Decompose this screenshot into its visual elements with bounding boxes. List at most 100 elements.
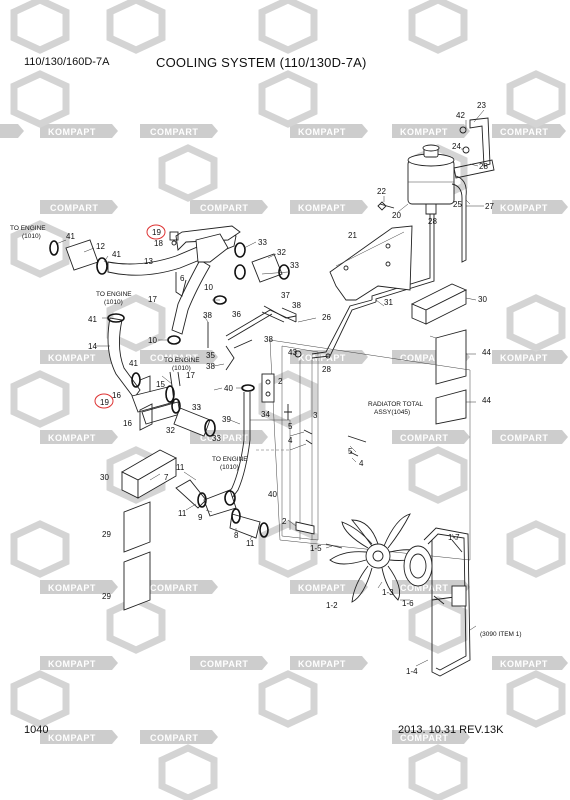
callout-1-6: 1-6: [402, 599, 414, 608]
callout-20: 20: [392, 211, 401, 220]
svg-text:KOMPAPT: KOMPAPT: [500, 659, 548, 669]
note-to-engine: TO ENGINE: [10, 225, 46, 232]
callout-14: 14: [88, 342, 97, 351]
plate-2: [295, 521, 315, 535]
svg-text:COMPART: COMPART: [400, 733, 448, 743]
watermark-row-4: KOMPAPT COMPART COMPART COMPART: [40, 430, 568, 444]
callout-24: 24: [452, 142, 461, 151]
hose-middle: [171, 259, 211, 335]
guard-mount: [451, 585, 467, 607]
callout-15: 15: [156, 380, 165, 389]
callout-8: 8: [234, 531, 239, 540]
clamp-33: [234, 264, 246, 280]
watermark-text: KOMPAPT: [400, 127, 448, 137]
callout-27: 27: [485, 202, 494, 211]
hose-25: [451, 175, 467, 263]
page-title: COOLING SYSTEM (110/130D-7A): [156, 55, 367, 70]
fan-pulley: [403, 545, 433, 587]
svg-text:KOMPAPT: KOMPAPT: [500, 353, 548, 363]
model-label: 110/130/160D-7A: [24, 56, 110, 68]
callout-40: 40: [224, 384, 233, 393]
svg-text:COMPART: COMPART: [400, 353, 448, 363]
note-to-engine: TO ENGINE: [96, 291, 132, 298]
note-radiator-1: RADIATOR TOTAL: [368, 401, 423, 408]
callout-28c: 28: [322, 365, 331, 374]
callout-42: 42: [456, 111, 465, 120]
bolt-34: [284, 404, 292, 420]
svg-text:KOMPAPT: KOMPAPT: [298, 583, 346, 593]
callout-44: 44: [482, 348, 491, 357]
bolt-5: [303, 429, 313, 445]
callout-28: 28: [479, 162, 488, 171]
callout-26: 26: [322, 313, 331, 322]
callout-11c: 11: [246, 539, 255, 548]
watermark-row-2: COMPART COMPART KOMPAPT KOMPAPT: [40, 200, 568, 214]
note-ref-1010: (1010): [104, 299, 123, 306]
hose-32-lower: [173, 407, 211, 437]
svg-text:COMPART: COMPART: [150, 353, 198, 363]
hose-8: [229, 513, 261, 539]
clamp-19: [169, 231, 179, 241]
svg-text:KOMPAPT: KOMPAPT: [298, 203, 346, 213]
pad-29: [123, 501, 151, 553]
watermark-text: COMPART: [150, 127, 198, 137]
fan-shroud-upper: [329, 225, 413, 301]
watermark-komp-1: [0, 124, 24, 138]
callout-2b: 2: [282, 517, 287, 526]
watermark-komp-3: KOMPAPT: [290, 124, 368, 138]
callout-19b: 19: [100, 398, 109, 407]
watermark-comp-1: COMPART: [140, 124, 218, 138]
callout-34: 34: [261, 410, 270, 419]
callout-33: 33: [258, 238, 267, 247]
highlight-19-upper: [146, 224, 166, 240]
watermark-text: KOMPAPT: [298, 127, 346, 137]
svg-text:COMPART: COMPART: [500, 433, 548, 443]
callout-5b: 5: [348, 447, 353, 456]
svg-text:KOMPAPT: KOMPAPT: [48, 583, 96, 593]
clamp-11: [259, 522, 269, 538]
callout-30: 30: [478, 295, 487, 304]
svg-text:KOMPAPT: KOMPAPT: [48, 433, 96, 443]
clamp-33: [204, 419, 216, 437]
svg-text:KOMPAPT: KOMPAPT: [48, 659, 96, 669]
svg-text:KOMPAPT: KOMPAPT: [298, 353, 346, 363]
watermark-komp-2: KOMPAPT: [40, 124, 118, 138]
note-ref-1010: (1010): [220, 464, 239, 471]
callout-11: 11: [176, 463, 185, 472]
callout-6: 6: [180, 274, 185, 283]
watermark-logos: [10, 0, 566, 800]
watermark-text: KOMPAPT: [48, 127, 96, 137]
leader-lines: [55, 109, 485, 667]
clamp-11: [197, 492, 207, 508]
clamp-33: [234, 242, 246, 258]
note-radiator-2: ASSY(1045): [374, 409, 410, 416]
hose-7: [175, 479, 207, 509]
callout-21: 21: [348, 231, 357, 240]
callout-7: 7: [164, 473, 169, 482]
note-ref-1010: (1010): [22, 233, 41, 240]
pipe-26: [311, 299, 373, 355]
clamp-10: [167, 335, 181, 345]
callout-41: 41: [66, 232, 75, 241]
callout-12: 12: [96, 242, 105, 251]
svg-text:COMPART: COMPART: [400, 583, 448, 593]
callout-41c: 41: [88, 315, 97, 324]
watermark-row-7: KOMPAPT COMPART COMPART: [40, 730, 470, 744]
bolt-1-7: [451, 539, 463, 553]
watermark-comp-3: COMPART: [492, 124, 566, 138]
hose-9: [203, 489, 237, 517]
pipe-15: [131, 385, 175, 413]
callout-28b: 28: [428, 217, 437, 226]
note-ref-1010: (1010): [172, 365, 191, 372]
svg-text:COMPART: COMPART: [200, 659, 248, 669]
svg-text:KOMPAPT: KOMPAPT: [500, 203, 548, 213]
pads-44: [429, 329, 467, 425]
clamp-33: [171, 398, 181, 414]
revision-date: 2013. 10.31 REV.13K: [398, 724, 504, 736]
bolt-1-6: [433, 595, 445, 605]
callout-2: 2: [278, 377, 283, 386]
fan-guard: [423, 527, 471, 677]
callout-35: 35: [206, 351, 215, 360]
callout-1-4: 1-4: [406, 667, 418, 676]
callout-33b: 33: [290, 261, 299, 270]
